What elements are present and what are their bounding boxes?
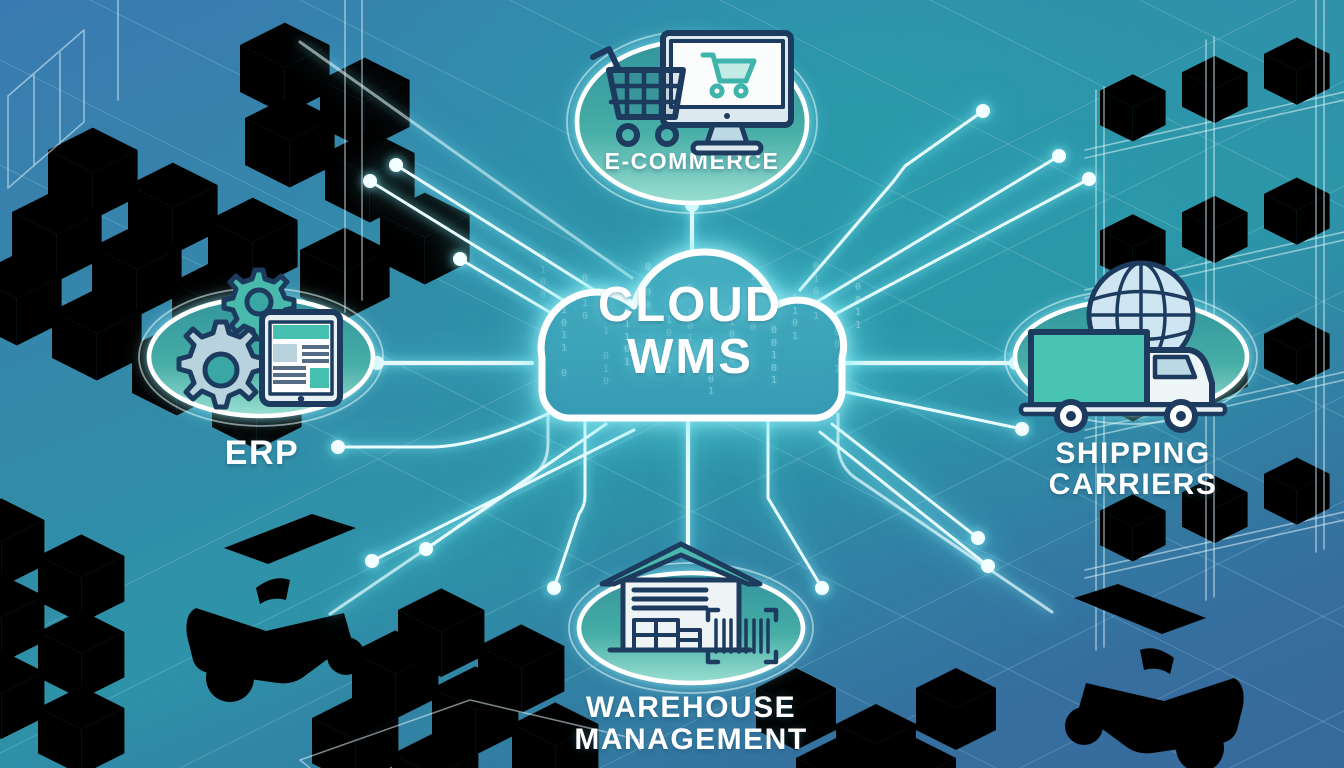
warehouse-label-line1: WAREHOUSE — [585, 691, 797, 724]
truck-globe-icon — [1018, 260, 1228, 433]
gears-tablet-icon — [176, 267, 343, 410]
shopping-cart-monitor-icon — [590, 30, 794, 156]
warehouse-label-line2: MANAGEMENT — [574, 722, 808, 756]
warehouse-barcode-icon — [599, 541, 779, 665]
shipping-carriers-label: SHIPPING CARRIERS — [1008, 437, 1258, 502]
warehouse-management-label: WAREHOUSE MANAGEMENT — [550, 692, 832, 756]
cloud-title-line2: WMS — [627, 329, 753, 384]
cloud-wms-title: CLOUD WMS — [490, 278, 890, 384]
shipping-label-line1: SHIPPING — [1055, 437, 1211, 470]
cloud-title-line1: CLOUD — [597, 278, 783, 332]
cloud-hub-shape — [537, 248, 848, 422]
shipping-label-line2: CARRIERS — [1048, 468, 1218, 502]
erp-label: ERP — [224, 434, 300, 472]
